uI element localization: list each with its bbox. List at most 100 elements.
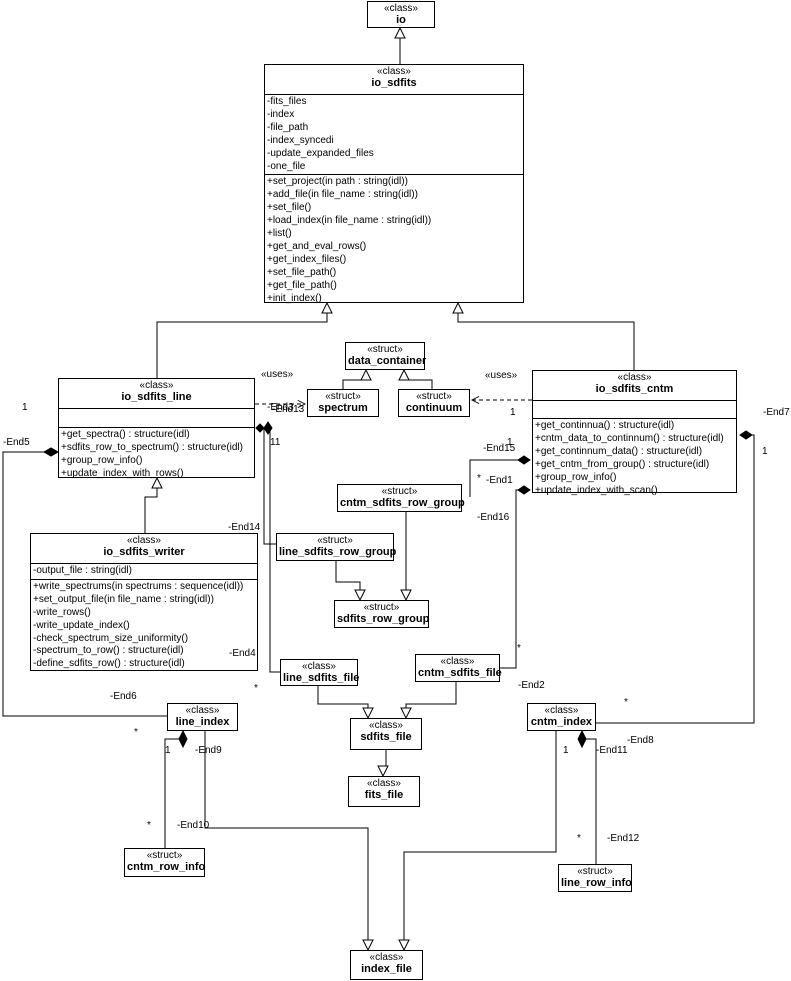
class-name: cntm_sdfits_row_group xyxy=(340,497,465,509)
end1-label: -End1 xyxy=(486,475,513,486)
operation: +list() xyxy=(267,228,292,240)
end14-label: -End14 xyxy=(228,522,261,533)
operation: +set_output_file(in file_name : string(i… xyxy=(33,593,214,605)
class-name: io_sdfits xyxy=(371,77,417,89)
struct-spectrum[interactable]: «struct»spectrum xyxy=(307,389,379,417)
diamond-line-rowgroup xyxy=(255,423,265,433)
stereotype: «class» xyxy=(302,661,336,672)
generalization-linerowgroup-rowgroup xyxy=(335,560,360,600)
end9-label: -End9 xyxy=(195,745,222,756)
class-index_file[interactable]: «class»index_file xyxy=(350,950,423,980)
end8-mult: * xyxy=(624,697,628,708)
class-name: sdfits_row_group xyxy=(337,613,430,625)
stereotype: «class» xyxy=(377,66,411,77)
uses-label-left: «uses» xyxy=(261,369,294,380)
composition-cntmindex-linerowinfo xyxy=(582,738,597,864)
generalization-continuum-container xyxy=(404,370,433,389)
end2-label: -End2 xyxy=(518,680,545,691)
end7-label: -End7 xyxy=(763,407,790,418)
operation: +get_and_eval_rows() xyxy=(267,240,367,252)
operation: +get_index_files() xyxy=(267,253,347,265)
generalization-writer-line xyxy=(144,478,157,533)
attribute: -index_syncedi xyxy=(267,134,334,146)
operation: +update_index_with_rows() xyxy=(61,467,184,479)
class-name: continuum xyxy=(405,402,463,414)
end15-mult: 1 xyxy=(507,437,513,448)
stereotype: «struct» xyxy=(325,391,361,402)
attributes-section: -fits_files -index -file_path -index_syn… xyxy=(265,94,523,174)
operation: -write_update_index() xyxy=(33,619,130,631)
composition-lineindex-cntmrowinfo xyxy=(164,738,183,848)
operation: -check_spectrum_size_uniformity() xyxy=(33,632,189,644)
end5-mult: 1 xyxy=(22,402,28,413)
class-name: line_index xyxy=(175,716,230,728)
diamond-lineindex xyxy=(178,729,188,749)
line-mult: 11 xyxy=(270,437,281,448)
composition-cntm-cntmrowgroup xyxy=(469,459,530,497)
stereotype: «class» xyxy=(185,705,220,716)
class-name: fits_file xyxy=(364,789,404,801)
class-io_sdfits_line[interactable]: «class»io_sdfits_line +get_spectra() : s… xyxy=(58,378,255,479)
class-line_sdfits_file[interactable]: «class»line_sdfits_file xyxy=(280,659,359,686)
struct-continuum[interactable]: «struct»continuum xyxy=(398,389,470,417)
class-name: io xyxy=(396,14,406,26)
end11-label: -End11 xyxy=(596,745,628,756)
attributes-section xyxy=(59,408,254,427)
stereotype: «class» xyxy=(544,705,579,716)
operation: +group_row_info() xyxy=(535,471,617,483)
stereotype: «struct» xyxy=(363,602,400,613)
end5-label: -End5 xyxy=(3,437,30,448)
composition-line-lineindex xyxy=(2,451,167,717)
class-io_sdfits_writer[interactable]: «class»io_sdfits_writer -output_file : s… xyxy=(30,533,258,671)
operation: +get_cntm_from_group() : structure(idl) xyxy=(535,458,710,470)
class-io[interactable]: «class»io xyxy=(367,1,435,28)
end16-mult: * xyxy=(517,643,521,654)
end9-mult: 1 xyxy=(165,745,171,756)
stereotype: «class» xyxy=(139,380,174,391)
struct-cntm_row_info[interactable]: «struct»cntm_row_info xyxy=(124,848,205,877)
generalization-cntmfile-sdfitsfile xyxy=(406,682,457,718)
diamond-cntm-index xyxy=(739,430,753,440)
class-name: spectrum xyxy=(318,402,368,414)
operations-section: +get_spectra() : structure(idl) +sdfits_… xyxy=(59,427,254,482)
attribute: -index xyxy=(267,108,295,120)
struct-cntm_sdfits_row_group[interactable]: «struct»cntm_sdfits_row_group xyxy=(337,484,465,512)
operation: +sdfits_row_to_spectrum() : structure(id… xyxy=(61,441,244,453)
stereotype: «class» xyxy=(367,778,401,789)
class-name: io_sdfits_writer xyxy=(103,546,185,558)
class-sdfits_file[interactable]: «class»sdfits_file xyxy=(350,718,422,750)
end4-mult: * xyxy=(254,683,258,694)
generalization-linefile-sdfitsfile xyxy=(317,686,368,718)
struct-line_row_info[interactable]: «struct»line_row_info xyxy=(558,864,632,892)
class-io_sdfits_cntm[interactable]: «class»io_sdfits_cntm +get_continnua() :… xyxy=(532,370,737,496)
struct-line_sdfits_row_group[interactable]: «struct»line_sdfits_row_group xyxy=(276,533,396,561)
class-cntm_index[interactable]: «class»cntm_index xyxy=(527,703,596,731)
operation: +set_project(in path : string(idl)) xyxy=(267,176,408,188)
end7-mult: 1 xyxy=(762,446,768,457)
end11-mult: 1 xyxy=(563,745,569,756)
end12-mult: * xyxy=(577,833,581,844)
class-fits_file[interactable]: «class»fits_file xyxy=(348,776,420,807)
cntm-uses-mult: 1 xyxy=(510,407,516,418)
class-name: line_row_info xyxy=(561,877,632,889)
operations-section: +get_continnua() : structure(idl) +cntm_… xyxy=(533,418,736,498)
class-line_index[interactable]: «class»line_index xyxy=(167,703,238,731)
class-cntm_sdfits_file[interactable]: «class»cntm_sdfits_file xyxy=(415,654,502,682)
attribute: -one_file xyxy=(267,160,306,172)
class-name: data_container xyxy=(348,355,427,367)
attribute: -output_file : string(idl) xyxy=(33,565,132,576)
struct-data_container[interactable]: «struct»data_container xyxy=(345,342,427,370)
generalization-spectrum-container xyxy=(342,370,366,389)
struct-sdfits_row_group[interactable]: «struct»sdfits_row_group xyxy=(334,600,429,628)
generalization-cntm-io_sdfits xyxy=(458,303,635,370)
class-io_sdfits[interactable]: «class»io_sdfits -fits_files -index -fil… xyxy=(264,64,524,304)
class-name: cntm_sdfits_file xyxy=(418,667,502,679)
attribute: -update_expanded_files xyxy=(267,147,374,159)
operation: -write_rows() xyxy=(33,606,91,618)
operation: -spectrum_to_row() : structure(idl) xyxy=(33,645,184,657)
operation: +cntm_data_to_continnum() : structure(id… xyxy=(535,432,724,444)
class-name: index_file xyxy=(361,963,412,975)
operation: +load_index(in file_name : string(idl)) xyxy=(267,215,432,227)
operation: +update_index_with_scan() xyxy=(535,484,658,496)
